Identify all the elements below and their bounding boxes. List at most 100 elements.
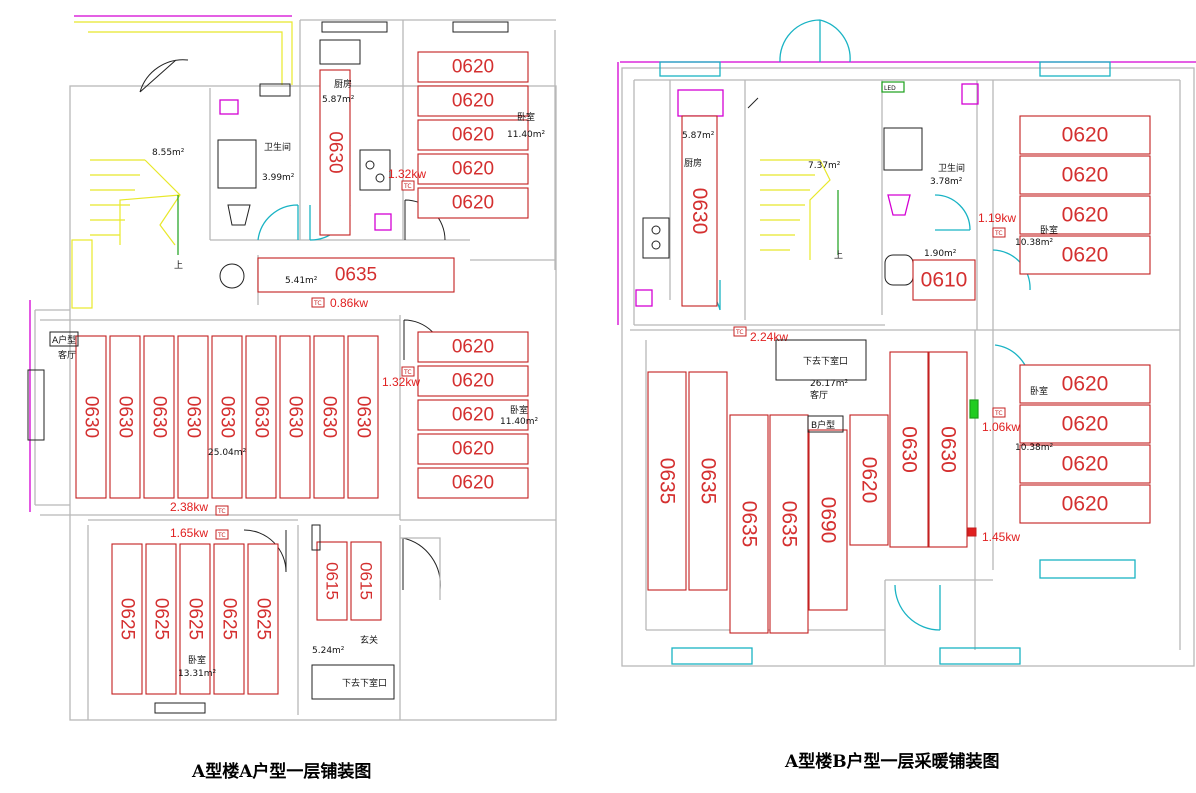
room-name: 厨房 bbox=[334, 78, 352, 90]
heating-panel bbox=[313, 335, 345, 499]
heating-panel bbox=[417, 433, 529, 465]
heating-panel bbox=[417, 187, 529, 219]
panel-label: 0625 bbox=[151, 598, 172, 640]
panel-label: 0620 bbox=[452, 405, 494, 426]
heating-panel bbox=[75, 335, 107, 499]
room-area: 11.40m² bbox=[500, 417, 539, 427]
room-name: 卧室 bbox=[510, 404, 528, 416]
panel-label: 0620 bbox=[858, 457, 881, 504]
svg-text:TC: TC bbox=[994, 410, 1003, 417]
panel-label: 0620 bbox=[452, 439, 494, 460]
panel-label: 0630 bbox=[115, 396, 136, 438]
heating-panel bbox=[1019, 484, 1151, 524]
panel-label: 0630 bbox=[81, 396, 102, 438]
panel-label: 0630 bbox=[937, 426, 960, 473]
panel-label: 0635 bbox=[335, 265, 377, 286]
room-name: 卧室 bbox=[517, 111, 535, 123]
panel-label: 0610 bbox=[921, 269, 968, 292]
heating-panel bbox=[177, 335, 209, 499]
heating-panel bbox=[729, 414, 769, 634]
heating-panel bbox=[417, 51, 529, 83]
room-area: 26.17m² bbox=[810, 379, 849, 389]
panel-label: 0615 bbox=[323, 562, 342, 600]
panel-label: 0635 bbox=[697, 458, 720, 505]
thermostat: TC bbox=[992, 227, 1006, 238]
panel-label: 0615 bbox=[357, 562, 376, 600]
heating-panel bbox=[211, 335, 243, 499]
room-name: 卧室 bbox=[1040, 224, 1058, 236]
room-name: 卫生间 bbox=[264, 141, 291, 153]
room-area: 3.78m² bbox=[930, 177, 963, 187]
panel-label: 0620 bbox=[1062, 413, 1109, 436]
panel-label: 0630 bbox=[688, 188, 711, 235]
power-label: 1.06kw bbox=[982, 420, 1020, 434]
panel-label: 0620 bbox=[1062, 164, 1109, 187]
room-name: 玄关 bbox=[360, 634, 378, 646]
heating-panel bbox=[1019, 235, 1151, 275]
heating-panel bbox=[179, 543, 211, 695]
room-area: 5.41m² bbox=[285, 276, 318, 286]
plan-a: 0620 0620 0620 0620 0620 0630 0635 0630 0630 0630… bbox=[27, 15, 557, 721]
room-area: 5.87m² bbox=[322, 95, 355, 105]
power-label: 2.24kw bbox=[750, 330, 788, 344]
panel-label: 0630 bbox=[353, 396, 374, 438]
heating-panel bbox=[1019, 404, 1151, 444]
panel-label: 0625 bbox=[219, 598, 240, 640]
heating-panel bbox=[257, 257, 455, 293]
heating-panel bbox=[849, 414, 889, 546]
heating-panel bbox=[143, 335, 175, 499]
room-name: 厨房 bbox=[684, 157, 702, 169]
room-area: 25.04m² bbox=[208, 448, 247, 458]
heating-panel bbox=[1019, 195, 1151, 235]
panel-label: 0620 bbox=[452, 371, 494, 392]
panel-label: 0620 bbox=[1062, 493, 1109, 516]
heating-panel bbox=[889, 351, 929, 548]
power-label: 1.32kw bbox=[388, 167, 426, 181]
room-area: 10.38m² bbox=[1015, 238, 1054, 248]
heating-panel bbox=[1019, 115, 1151, 155]
heating-panel bbox=[417, 119, 529, 151]
thermostat: TC bbox=[215, 505, 229, 516]
heating-panel bbox=[417, 331, 529, 363]
room-area: 5.24m² bbox=[312, 646, 345, 656]
panel-label: 0630 bbox=[325, 131, 346, 173]
heating-panel bbox=[928, 351, 968, 548]
heating-panel bbox=[316, 541, 348, 621]
heating-panel bbox=[681, 115, 718, 307]
caption-plan-a: A型楼A户型一层铺装图 bbox=[192, 762, 372, 782]
heating-panel bbox=[417, 399, 529, 431]
heating-panel bbox=[213, 543, 245, 695]
panel-label: 0620 bbox=[452, 337, 494, 358]
heating-panel bbox=[417, 153, 529, 185]
thermostat: TC bbox=[401, 180, 415, 191]
power-label: 2.38kw bbox=[170, 500, 208, 514]
panel-label: 0630 bbox=[217, 396, 238, 438]
heating-panel bbox=[808, 429, 848, 611]
panel-label: 0630 bbox=[898, 426, 921, 473]
panel-label: 0620 bbox=[452, 159, 494, 180]
room-name: 下去下室口 bbox=[342, 677, 387, 689]
heating-panel bbox=[1019, 444, 1151, 484]
panel-label: 0625 bbox=[253, 598, 274, 640]
room-name: 卧室 bbox=[188, 654, 206, 666]
plan-a-panel-group: 0620 0620 0620 0620 0620 0630 0635 0630 0630 0630… bbox=[75, 51, 529, 695]
stair-up: 上 bbox=[834, 250, 843, 261]
unit-tag: A户型 bbox=[52, 334, 76, 346]
thermostat: TC bbox=[992, 407, 1006, 418]
stair-up: 上 bbox=[174, 260, 183, 271]
heating-panel bbox=[417, 85, 529, 117]
heating-panel bbox=[417, 467, 529, 499]
panel-label: 0630 bbox=[285, 396, 306, 438]
svg-text:TC: TC bbox=[217, 532, 226, 539]
panel-label: 0630 bbox=[319, 396, 340, 438]
svg-text:TC: TC bbox=[994, 230, 1003, 237]
heating-panel bbox=[647, 371, 687, 591]
svg-text:TC: TC bbox=[735, 329, 744, 336]
heating-panel bbox=[111, 543, 143, 695]
panel-label: 0620 bbox=[452, 57, 494, 78]
panel-label: 0635 bbox=[656, 458, 679, 505]
plan-b-panel-group: 0620062006200620062006200620062006300610… bbox=[647, 115, 1151, 634]
power-label: 1.19kw bbox=[978, 211, 1016, 225]
heating-panel bbox=[417, 365, 529, 397]
